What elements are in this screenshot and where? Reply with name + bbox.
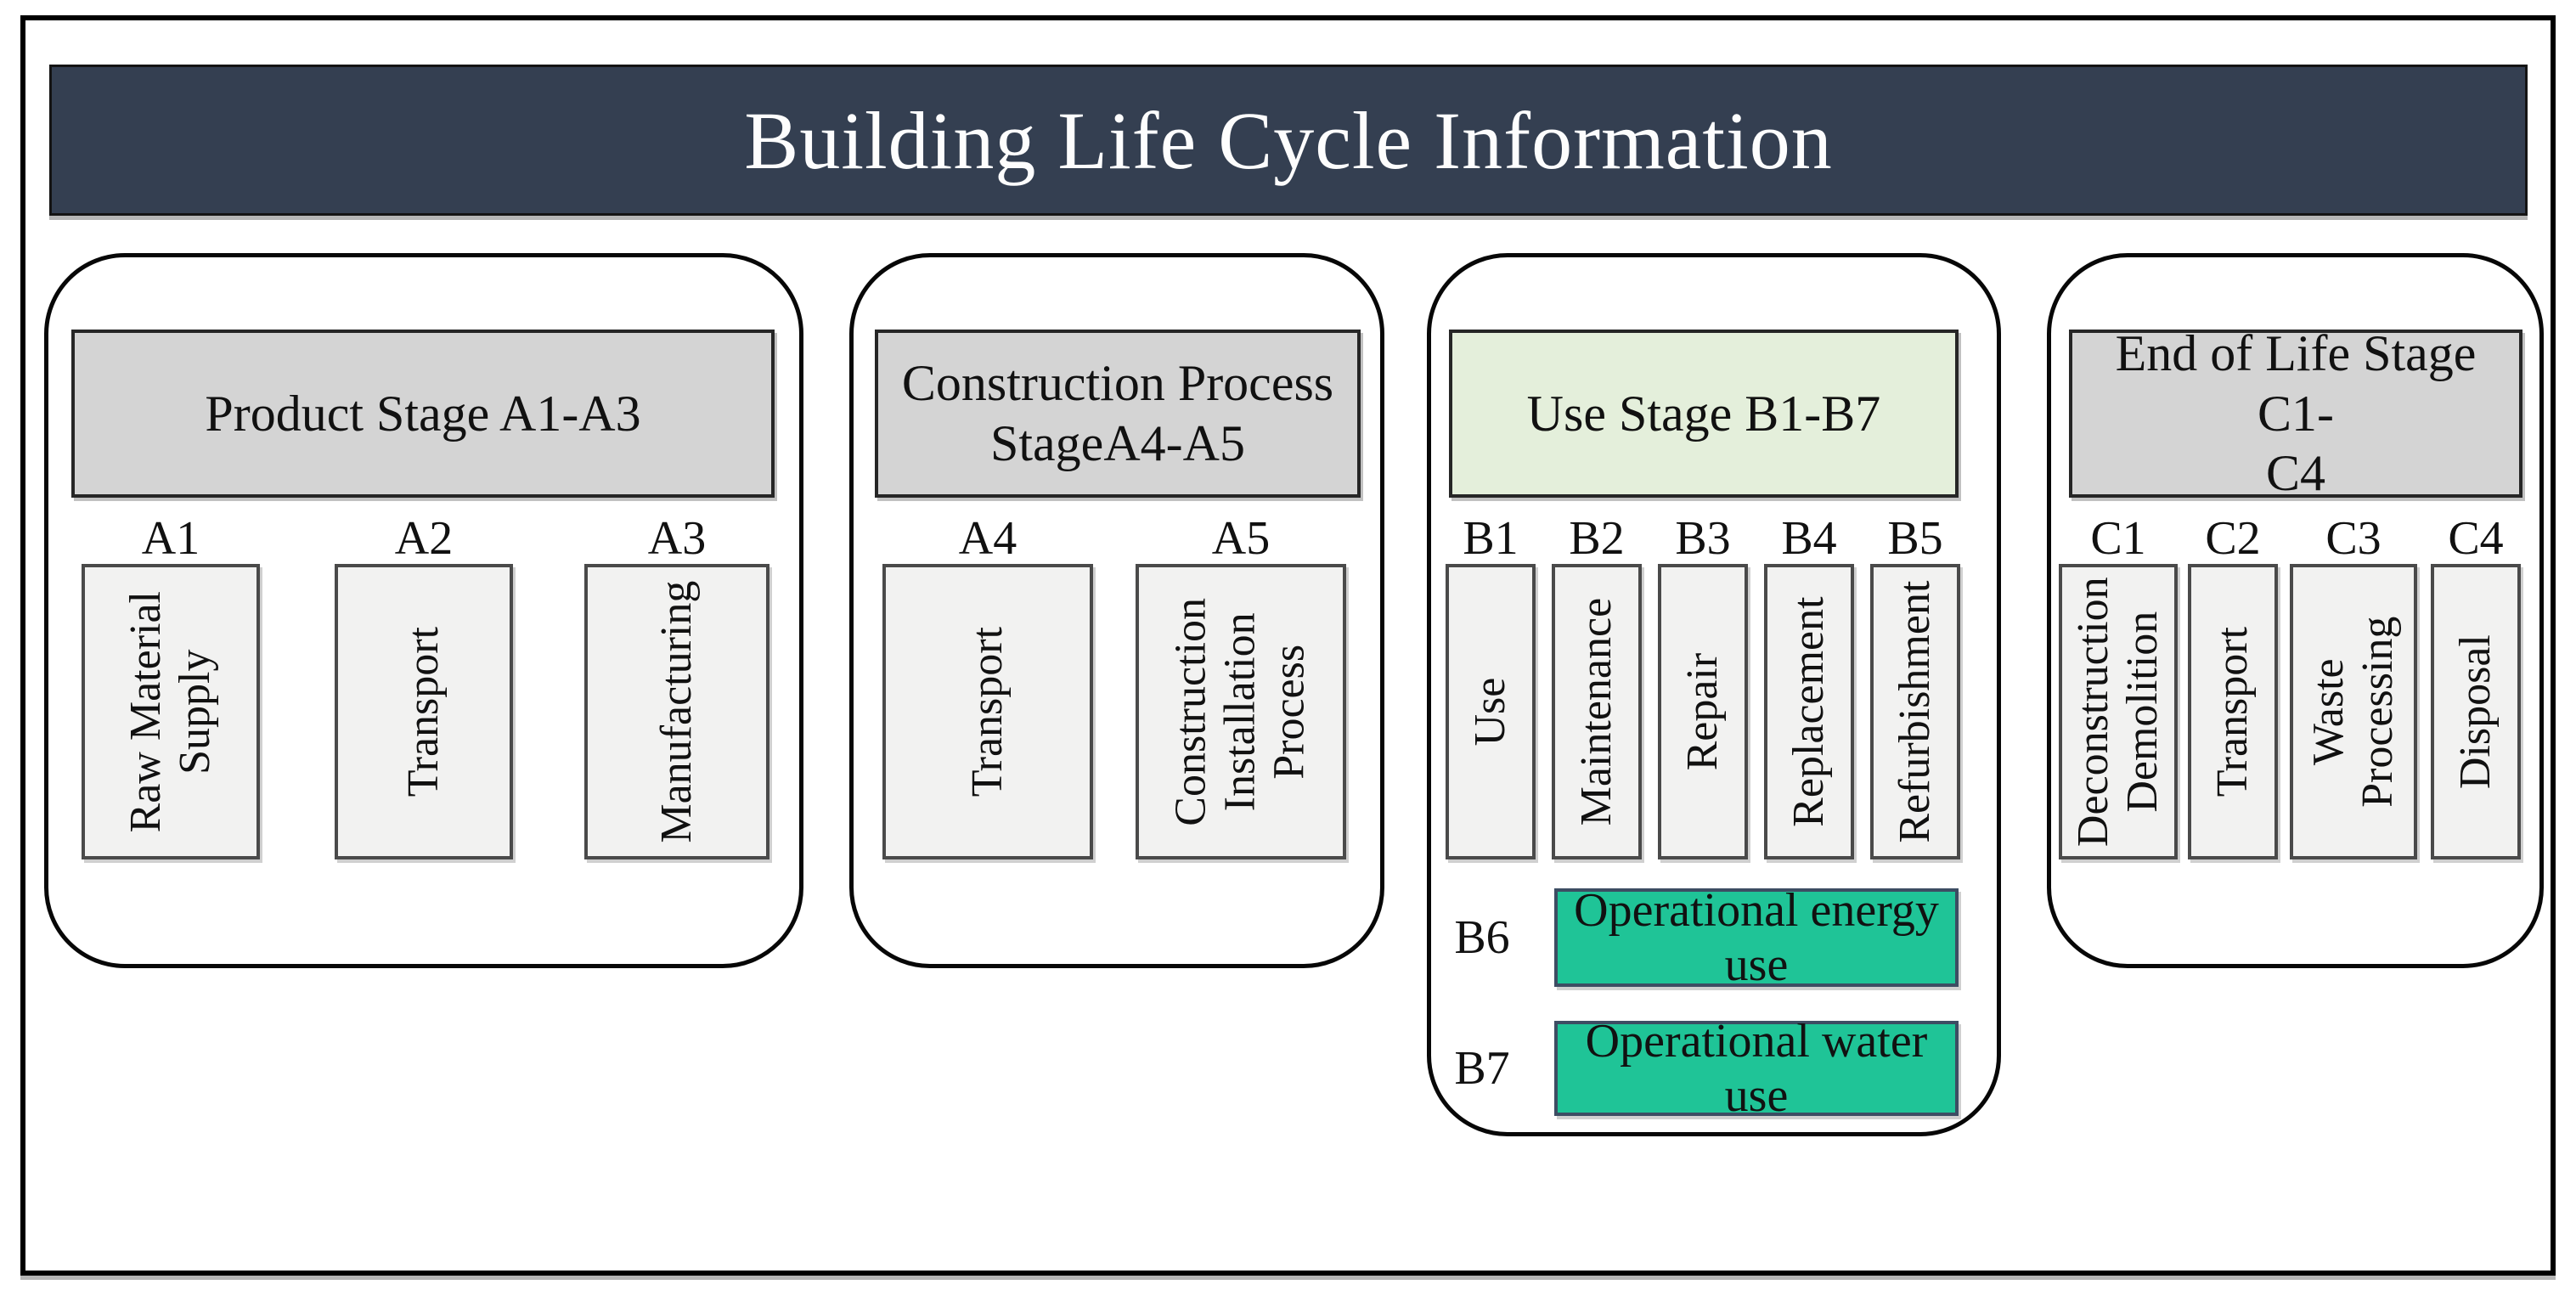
- stage-box-a3-label: Manufacturing: [651, 580, 701, 843]
- stage-box-c3: Waste Processing: [2290, 564, 2417, 859]
- stage-code-label-c2: C2: [2205, 512, 2261, 565]
- stage-code-label-a5: A5: [1211, 512, 1271, 565]
- stage-box-b3: Repair: [1658, 564, 1748, 859]
- stage-code-label-a1: A1: [141, 512, 200, 565]
- stage-code-label-b5: B5: [1887, 512, 1943, 565]
- stage-box-a2-label: Transport: [398, 626, 448, 797]
- group-use-stage-header: Use Stage B1-B7: [1449, 330, 1959, 498]
- stage-code-label-c3: C3: [2325, 512, 2382, 565]
- stage-box-c4: Disposal: [2431, 564, 2521, 859]
- stage-code-label-a2: A2: [394, 512, 454, 565]
- stage-box-b4: Replacement: [1764, 564, 1854, 859]
- stage-code-label-a4: A4: [958, 512, 1017, 565]
- stage-box-b3-label: Repair: [1677, 652, 1727, 771]
- group-product-stage-header: Product Stage A1-A3: [71, 330, 775, 498]
- operational-water-use-box: Operational water use: [1554, 1015, 1959, 1122]
- stage-box-a5: Construction Installation Process: [1136, 564, 1346, 859]
- group-end-of-life-stage-header: End of Life Stage C1- C4: [2069, 325, 2522, 501]
- stage-box-a2: Transport: [335, 564, 513, 859]
- stage-code-label-c4: C4: [2448, 512, 2504, 565]
- stage-box-c1-label: Deconstruction Demolition: [2068, 577, 2167, 847]
- stage-box-c2: Transport: [2188, 564, 2278, 859]
- stage-box-a1-label: Raw Material Supply: [121, 590, 219, 833]
- stage-box-b5: Refurbishment: [1870, 564, 1960, 859]
- operational-energy-use-box: Operational energy use: [1554, 884, 1959, 991]
- stage-box-a4-label: Transport: [962, 626, 1012, 797]
- stage-code-label-b6: B6: [1454, 911, 1510, 964]
- stage-box-b4-label: Replacement: [1784, 596, 1833, 827]
- diagram-title: Building Life Cycle Information: [744, 94, 1833, 186]
- stage-box-a1: Raw Material Supply: [82, 564, 260, 859]
- stage-box-c4-label: Disposal: [2450, 634, 2500, 789]
- stage-box-b5-label: Refurbishment: [1890, 580, 1939, 843]
- diagram-title-bar: Building Life Cycle Information: [49, 65, 2528, 216]
- stage-box-a3: Manufacturing: [584, 564, 769, 859]
- stage-box-b2: Maintenance: [1552, 564, 1642, 859]
- stage-box-b1-label: Use: [1465, 677, 1514, 747]
- stage-box-a5-label: Construction Installation Process: [1166, 597, 1315, 826]
- stage-code-label-b3: B3: [1675, 512, 1731, 565]
- stage-box-b2-label: Maintenance: [1571, 597, 1621, 826]
- stage-box-c1: Deconstruction Demolition: [2059, 564, 2178, 859]
- stage-code-label-a3: A3: [647, 512, 707, 565]
- group-construction-stage-header: Construction Process StageA4-A5: [875, 330, 1361, 498]
- stage-code-label-b2: B2: [1569, 512, 1625, 565]
- stage-box-a4: Transport: [882, 564, 1093, 859]
- stage-box-c2-label: Transport: [2207, 626, 2257, 797]
- stage-code-label-b4: B4: [1781, 512, 1837, 565]
- stage-code-label-b1: B1: [1463, 512, 1519, 565]
- stage-code-label-b7: B7: [1454, 1042, 1510, 1095]
- stage-box-b1: Use: [1446, 564, 1536, 859]
- stage-box-c3-label: Waste Processing: [2303, 616, 2402, 808]
- stage-code-label-c1: C1: [2090, 512, 2146, 565]
